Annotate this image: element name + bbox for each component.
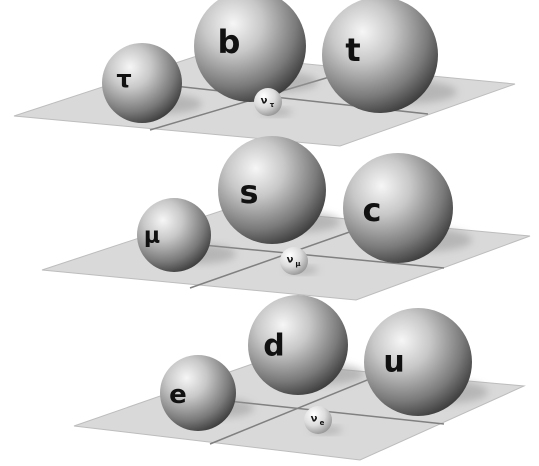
generation-2-lepton-label: μ bbox=[144, 224, 160, 249]
generation-2-panel: μ s c ν μ bbox=[42, 136, 530, 300]
generation-1-quark-upper-label: u bbox=[383, 345, 404, 380]
generation-2-quark-lower-label: s bbox=[239, 173, 258, 211]
generation-1-lepton-label: e bbox=[169, 380, 187, 410]
generation-2-quark-upper-sphere bbox=[343, 153, 453, 263]
generation-3-quark-lower-label: b bbox=[218, 23, 241, 61]
generation-3-panel: τ b t ν τ bbox=[14, 0, 515, 146]
generation-2-quark-upper-label: c bbox=[363, 191, 382, 229]
generation-1-quark-lower-label: d bbox=[263, 329, 284, 364]
generation-1-neutrino-sphere bbox=[304, 406, 332, 434]
generation-3-quark-upper-label: t bbox=[345, 31, 360, 69]
generation-1-neutrino-label: ν bbox=[311, 414, 318, 425]
generation-2-neutrino-sphere bbox=[280, 247, 308, 275]
generation-2-quark-lower-sphere bbox=[218, 136, 326, 244]
generation-1-panel: e d u ν e bbox=[74, 295, 524, 460]
generation-1-quark-upper-sphere bbox=[364, 308, 472, 416]
generation-3-neutrino-subscript: τ bbox=[270, 101, 275, 109]
generation-3-neutrino-sphere bbox=[254, 88, 282, 116]
generation-3-neutrino-label: ν bbox=[261, 96, 268, 107]
generation-3-lepton-sphere bbox=[102, 43, 182, 123]
generation-3-lepton-label: τ bbox=[116, 65, 131, 93]
generation-2-neutrino-subscript: μ bbox=[295, 260, 300, 268]
generation-3-quark-upper-sphere bbox=[322, 0, 438, 113]
generation-2-neutrino-label: ν bbox=[287, 255, 294, 266]
generation-1-neutrino-subscript: e bbox=[320, 419, 325, 427]
